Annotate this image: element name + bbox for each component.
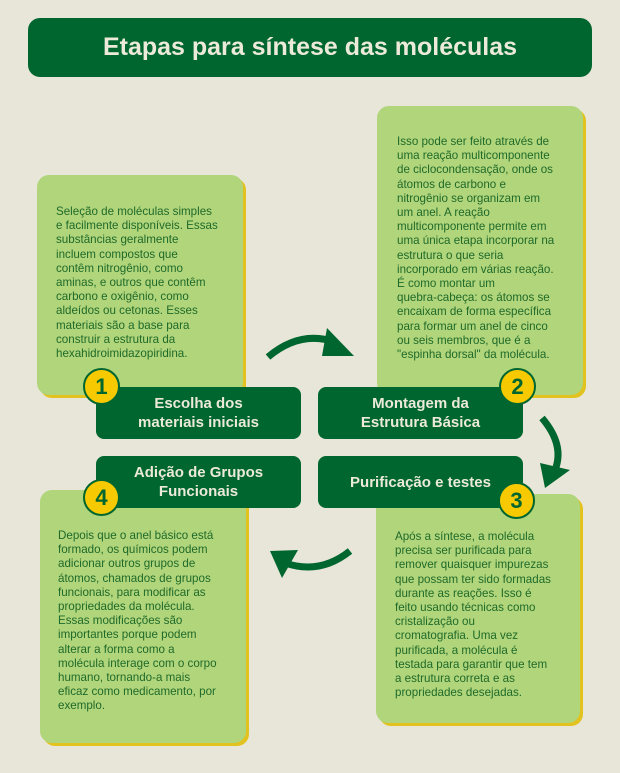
step-1-description: Seleção de moléculas simples e facilment… — [37, 175, 243, 395]
step-1-label: Escolha dos materiais iniciais — [96, 387, 301, 439]
arrowhead-3-to-4-icon — [270, 550, 298, 578]
step-2-description: Isso pode ser feito através de uma reaçã… — [377, 106, 583, 395]
step-2-label: Montagem da Estrutura Básica — [318, 387, 523, 439]
page-title: Etapas para síntese das moléculas — [28, 18, 592, 77]
arrowhead-2-to-3-icon — [540, 463, 570, 488]
arrowhead-1-to-2-icon — [322, 328, 354, 356]
arrow-2-to-3-icon — [539, 415, 562, 472]
step-4-description: Depois que o anel básico está formado, o… — [40, 490, 246, 743]
step-1-number-badge: 1 — [83, 368, 120, 405]
arrow-3-to-4-icon — [283, 548, 353, 571]
step-3-number-badge: 3 — [498, 482, 535, 519]
step-3-description: Após a síntese, a molécula precisa ser p… — [376, 494, 580, 723]
step-4-number-badge: 4 — [83, 479, 120, 516]
step-4-label: Adição de Grupos Funcionais — [96, 456, 301, 508]
step-2-number-badge: 2 — [499, 368, 536, 405]
step-3-label: Purificação e testes — [318, 456, 523, 508]
